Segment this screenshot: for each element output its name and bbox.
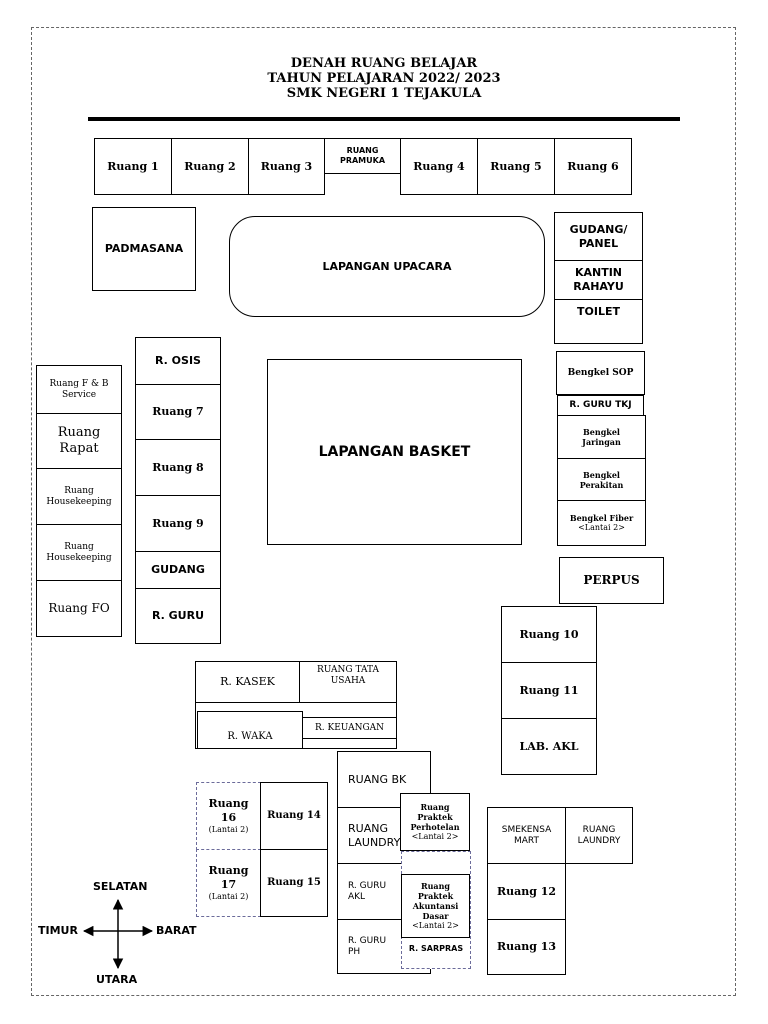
lapangan-upacara: LAPANGAN UPACARA xyxy=(229,216,545,317)
room-housekeeping-1: Ruang Housekeeping xyxy=(36,468,122,525)
room-toilet: TOILET xyxy=(554,299,643,344)
room-ruang-tata-usaha: RUANG TATA USAHA xyxy=(299,661,397,703)
compass-barat: BARAT xyxy=(156,924,197,937)
compass-arrows-icon xyxy=(82,898,154,970)
room-ruang-11: Ruang 11 xyxy=(501,662,597,719)
room-ruang-fo: Ruang FO xyxy=(36,580,122,637)
room-ruang-17: Ruang 17 (Lantai 2) xyxy=(196,849,261,917)
title-line-3: SMK NEGERI 1 TEJAKULA xyxy=(286,86,482,101)
room-ruang-1: Ruang 1 xyxy=(94,138,172,195)
room-praktek-akuntansi: Ruang Praktek Akuntansi Dasar <Lantai 2> xyxy=(401,874,470,938)
room-gudang-panel: GUDANG/ PANEL xyxy=(554,212,643,261)
room-bengkel-perakitan: Bengkel Perakitan xyxy=(557,458,646,501)
title-line-2: TAHUN PELAJARAN 2022/ 2023 xyxy=(267,71,501,86)
room-r-waka: R. WAKA xyxy=(197,711,303,749)
room-ruang-9: Ruang 9 xyxy=(135,495,221,552)
compass-selatan: SELATAN xyxy=(93,880,148,893)
room-r-sarpras: R. SARPRAS xyxy=(408,944,464,953)
room-bengkel-jaringan: Bengkel Jaringan xyxy=(557,415,646,459)
room-r-guru: R. GURU xyxy=(135,588,221,644)
page-border xyxy=(31,27,736,996)
room-ruang-pramuka: RUANG PRAMUKA xyxy=(324,138,401,174)
compass-timur: TIMUR xyxy=(38,924,78,937)
room-ruang-10: Ruang 10 xyxy=(501,606,597,663)
room-ruang-laundry-right: RUANG LAUNDRY xyxy=(565,807,633,864)
room-r-guru-tkj: R. GURU TKJ xyxy=(557,395,644,416)
lapangan-basket: LAPANGAN BASKET xyxy=(267,359,522,545)
room-ruang-3: Ruang 3 xyxy=(248,138,325,195)
room-ruang-2: Ruang 2 xyxy=(171,138,249,195)
room-fb-service: Ruang F & B Service xyxy=(36,365,122,414)
room-kantin-rahayu: KANTIN RAHAYU xyxy=(554,260,643,300)
room-bengkel-fiber: Bengkel Fiber <Lantai 2> xyxy=(557,500,646,546)
room-perpus: PERPUS xyxy=(559,557,664,604)
title-line-1: DENAH RUANG BELAJAR xyxy=(290,56,478,71)
room-ruang-14: Ruang 14 xyxy=(260,782,328,850)
room-r-keuangan: R. KEUANGAN xyxy=(302,717,397,739)
room-ruang-6: Ruang 6 xyxy=(554,138,632,195)
room-r-kasek: R. KASEK xyxy=(195,661,300,703)
room-ruang-8: Ruang 8 xyxy=(135,439,221,496)
room-ruang-15: Ruang 15 xyxy=(260,849,328,917)
room-ruang-12: Ruang 12 xyxy=(487,863,566,920)
room-housekeeping-2: Ruang Housekeeping xyxy=(36,524,122,581)
room-ruang-7: Ruang 7 xyxy=(135,384,221,440)
room-r-osis: R. OSIS xyxy=(135,337,221,385)
room-ruang-16: Ruang 16 (Lantai 2) xyxy=(196,782,261,850)
title-rule xyxy=(88,117,680,121)
room-ruang-5: Ruang 5 xyxy=(477,138,555,195)
room-praktek-perhotelan: Ruang Praktek Perhotelan <Lantai 2> xyxy=(400,793,470,851)
room-ruang-4: Ruang 4 xyxy=(400,138,478,195)
room-smekensa-mart: SMEKENSA MART xyxy=(487,807,566,864)
room-lab-akl: LAB. AKL xyxy=(501,718,597,775)
padmasana: PADMASANA xyxy=(92,207,196,291)
compass-utara: UTARA xyxy=(96,973,138,986)
room-bengkel-sop: Bengkel SOP xyxy=(556,351,645,395)
room-ruang-rapat: Ruang Rapat xyxy=(36,413,122,469)
room-gudang: GUDANG xyxy=(135,551,221,589)
room-ruang-13: Ruang 13 xyxy=(487,919,566,975)
